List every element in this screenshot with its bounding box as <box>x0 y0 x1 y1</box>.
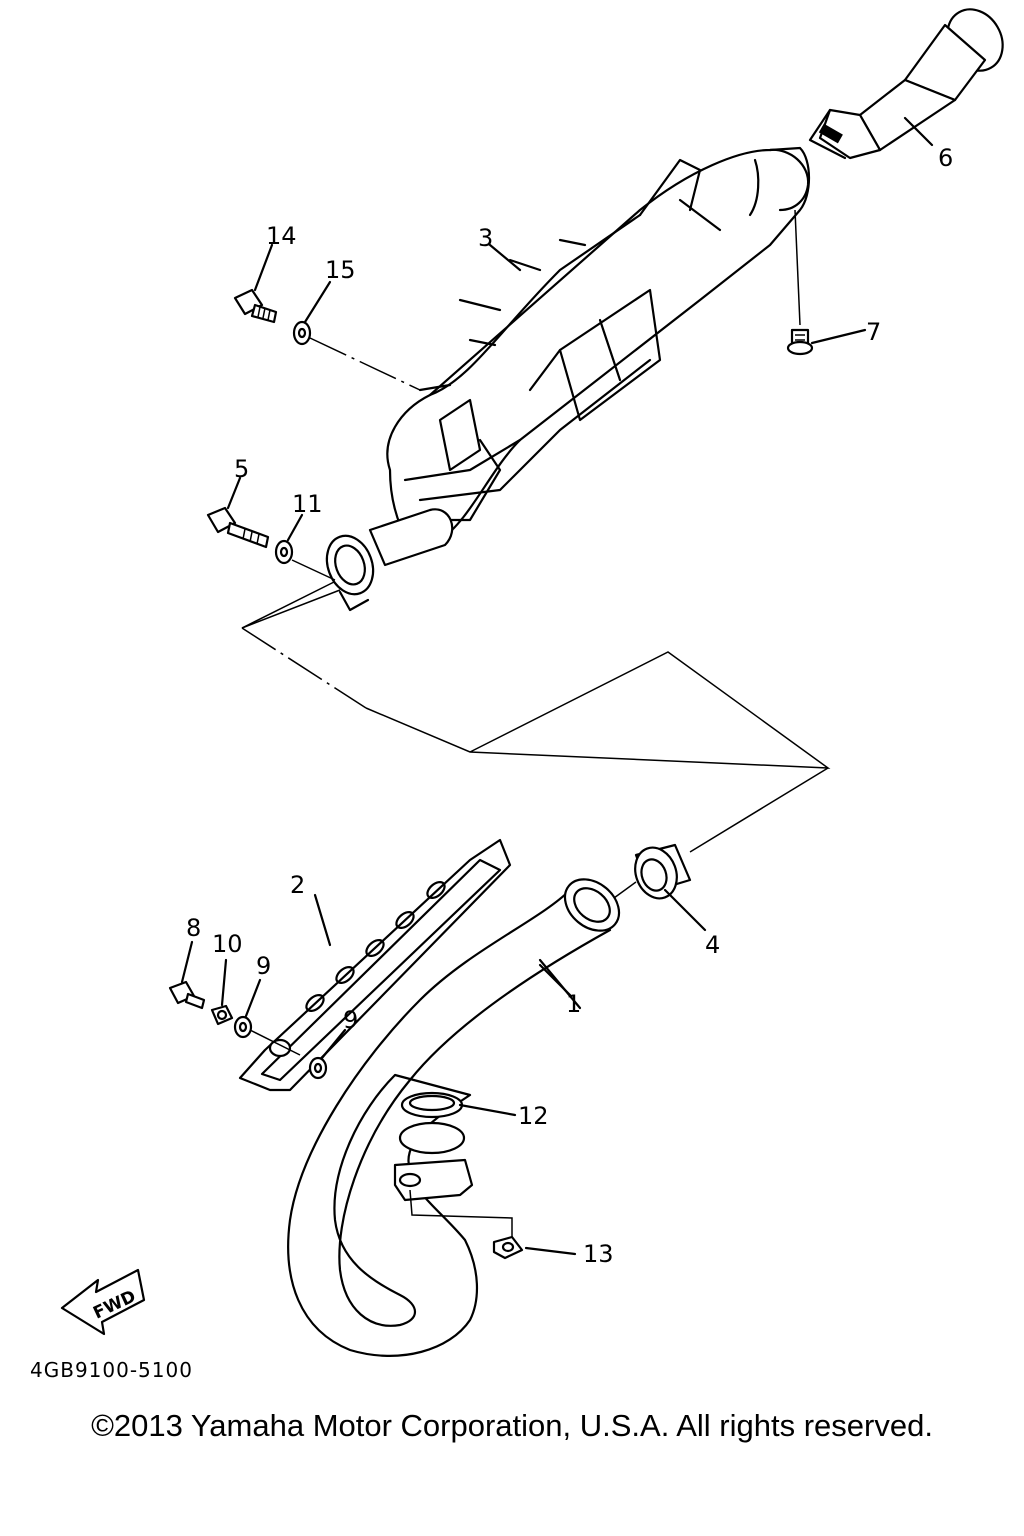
tail-pipe <box>808 8 1004 160</box>
callout-10: 10 <box>212 930 243 958</box>
callout-12: 12 <box>518 1102 549 1130</box>
callout-9a: 9 <box>256 952 271 980</box>
nut-13 <box>492 1235 577 1260</box>
washer-9b <box>308 1028 347 1080</box>
exhaust-flange <box>393 1121 513 1238</box>
fwd-arrow-icon: FWD <box>60 1268 146 1336</box>
callout-7: 7 <box>866 318 881 346</box>
washer-15 <box>292 280 421 391</box>
part-code: 4GB9100-5100 <box>30 1358 193 1382</box>
washer-11 <box>274 513 336 581</box>
callout-5: 5 <box>234 455 249 483</box>
heat-protector <box>238 838 512 1092</box>
callout-6: 6 <box>938 144 953 172</box>
gasket-12 <box>400 1091 517 1119</box>
washer-9a <box>233 978 301 1056</box>
callout-9b: 9 <box>343 1006 358 1034</box>
gasket-4 <box>634 767 829 932</box>
callout-14: 14 <box>266 222 297 250</box>
callout-8: 8 <box>186 914 201 942</box>
assembly-outline <box>241 579 831 769</box>
callout-labels: 1 2 3 4 5 6 7 8 9 9 10 11 12 13 14 15 <box>186 144 953 1268</box>
bolt-8 <box>168 940 206 1010</box>
nut-10 <box>210 958 234 1026</box>
bolt-5 <box>206 476 270 549</box>
callout-2: 2 <box>290 871 305 899</box>
callout-13: 13 <box>583 1240 614 1268</box>
callout-1: 1 <box>566 990 581 1018</box>
leader-lines <box>488 116 934 997</box>
muffler <box>325 146 810 612</box>
callout-15: 15 <box>325 256 356 284</box>
bolt-14 <box>233 243 278 324</box>
callout-11: 11 <box>292 490 323 518</box>
callout-3: 3 <box>478 224 493 252</box>
screw-7 <box>786 209 867 356</box>
exhaust-pipe <box>287 878 637 1357</box>
callout-4: 4 <box>705 931 720 959</box>
copyright-notice: ©2013 Yamaha Motor Corporation, U.S.A. A… <box>91 1408 933 1443</box>
